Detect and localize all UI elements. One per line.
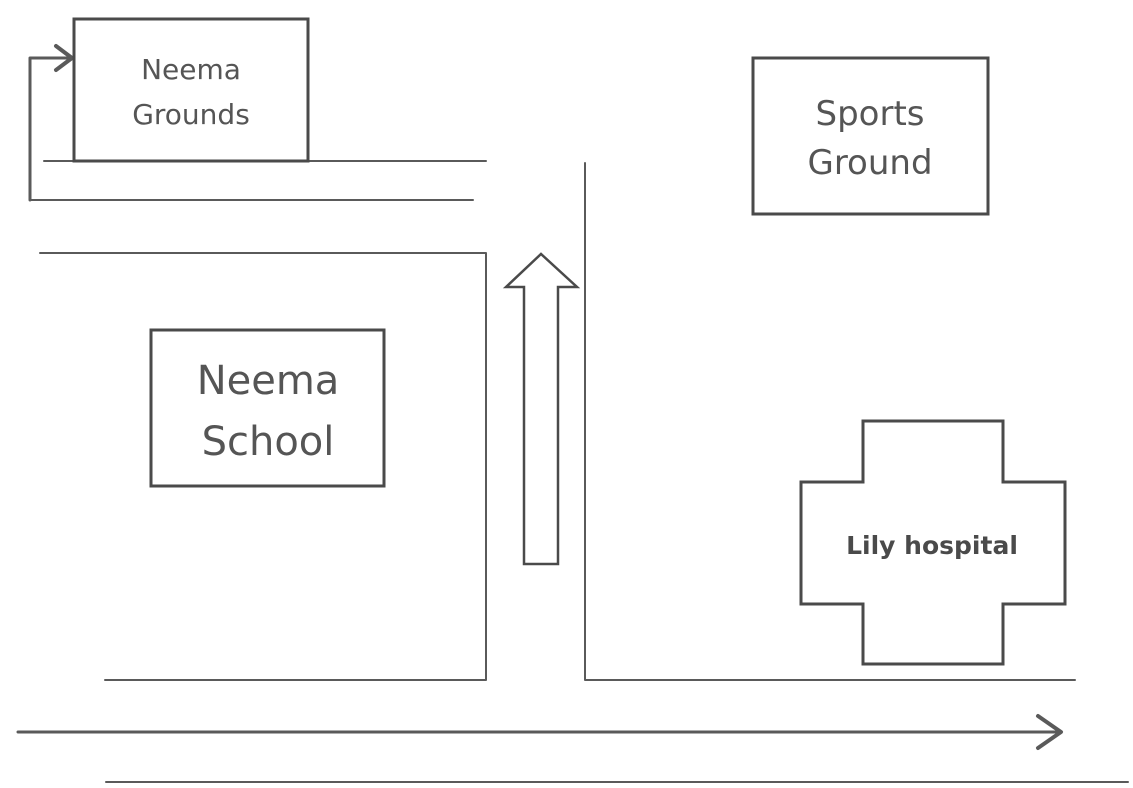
- route-arrow-east: [16, 714, 1063, 750]
- sports-ground-label-line2: Ground: [807, 143, 932, 183]
- arrow-head-right: [1036, 714, 1063, 750]
- neema-school-box: [149, 328, 386, 488]
- sports-ground-label-line1: Sports: [816, 94, 925, 134]
- sports-ground: Sports Ground: [751, 56, 990, 216]
- roads: [29, 160, 1129, 783]
- neema-school: Neema School: [149, 328, 386, 488]
- lily-hospital-label: Lily hospital: [846, 531, 1018, 560]
- hollow-up-arrow: [502, 252, 581, 566]
- right-block-boundary: [584, 162, 1076, 681]
- sports-ground-box: [751, 56, 990, 216]
- neema-school-label-line2: School: [202, 419, 335, 465]
- arrow-head-left: [54, 44, 74, 72]
- school-block-boundary: [39, 252, 487, 681]
- lily-hospital: Lily hospital: [799, 419, 1067, 666]
- neema-grounds: Neema Grounds: [72, 17, 310, 163]
- route-path-left: [28, 56, 72, 202]
- lily-hospital-cross: [799, 419, 1067, 666]
- neema-grounds-label-line1: Neema: [141, 53, 241, 86]
- neema-grounds-label-line2: Grounds: [132, 98, 250, 131]
- route-arrow-to-neema-grounds: [28, 44, 74, 202]
- neema-school-label-line1: Neema: [197, 358, 340, 404]
- neema-grounds-box: [72, 17, 310, 163]
